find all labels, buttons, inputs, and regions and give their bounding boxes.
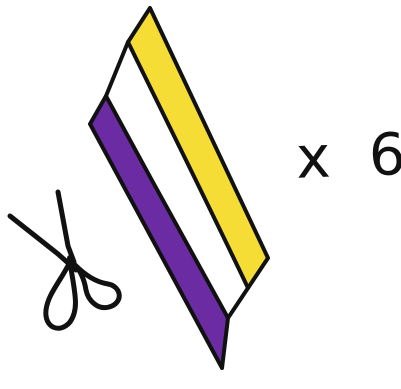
scissors-handle-left	[46, 262, 76, 328]
scissors-blade-upper	[58, 192, 74, 262]
scissors-handle-right	[74, 264, 119, 308]
multiplier-label: x 6	[295, 122, 397, 189]
striped-paper-strip	[90, 8, 268, 368]
scissors-icon	[10, 192, 119, 328]
